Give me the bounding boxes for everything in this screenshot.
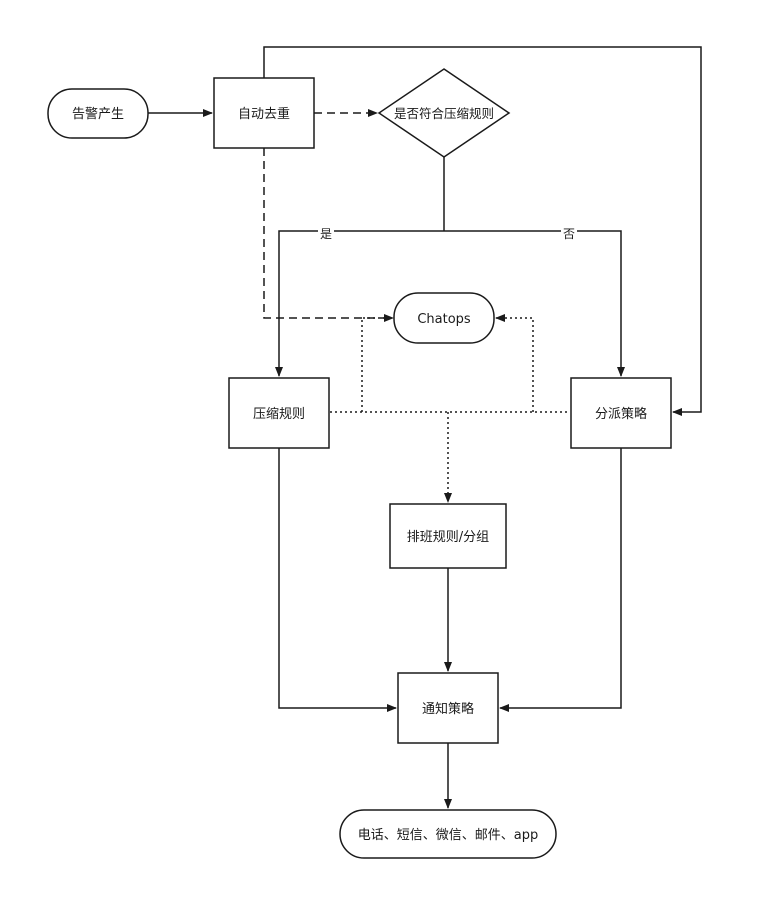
edge-dispatch-to-notify	[499, 448, 622, 712]
node-dispatch-policy-label: 分派策略	[595, 406, 647, 422]
node-notify-policy-label: 通知策略	[422, 701, 474, 717]
edge-dedup-to-dispatch	[263, 46, 702, 416]
node-schedule-group: 排班规则/分组	[389, 503, 507, 569]
edge-yes-to-compress	[275, 230, 444, 377]
node-compress-check-label: 是否符合压缩规则	[394, 106, 494, 121]
node-chatops: Chatops	[393, 292, 495, 344]
node-channels: 电话、短信、微信、邮件、app	[339, 809, 557, 859]
node-alarm-generated-label: 告警产生	[72, 106, 124, 122]
node-compress-rule-label: 压缩规则	[253, 406, 305, 422]
edge-label-no: 否	[563, 227, 575, 241]
edge-compress-to-notify	[278, 448, 397, 712]
node-channels-label: 电话、短信、微信、邮件、app	[358, 828, 538, 843]
edge-dispatch-to-chatops	[495, 314, 534, 412]
node-auto-dedup: 自动去重	[213, 77, 315, 149]
edge-no-to-dispatch	[444, 230, 625, 377]
edge-label-yes: 是	[320, 227, 332, 241]
node-alarm-generated: 告警产生	[47, 88, 149, 139]
node-auto-dedup-label: 自动去重	[238, 106, 290, 122]
node-dispatch-policy: 分派策略	[570, 377, 672, 449]
node-notify-policy: 通知策略	[397, 672, 499, 744]
edge-compress-to-chatops	[361, 317, 393, 412]
edge-dedup-to-chatops	[263, 148, 394, 322]
node-schedule-group-label: 排班规则/分组	[407, 530, 489, 545]
node-compress-rule: 压缩规则	[228, 377, 330, 449]
node-chatops-label: Chatops	[417, 312, 471, 327]
node-compress-check: 是否符合压缩规则	[377, 68, 511, 158]
